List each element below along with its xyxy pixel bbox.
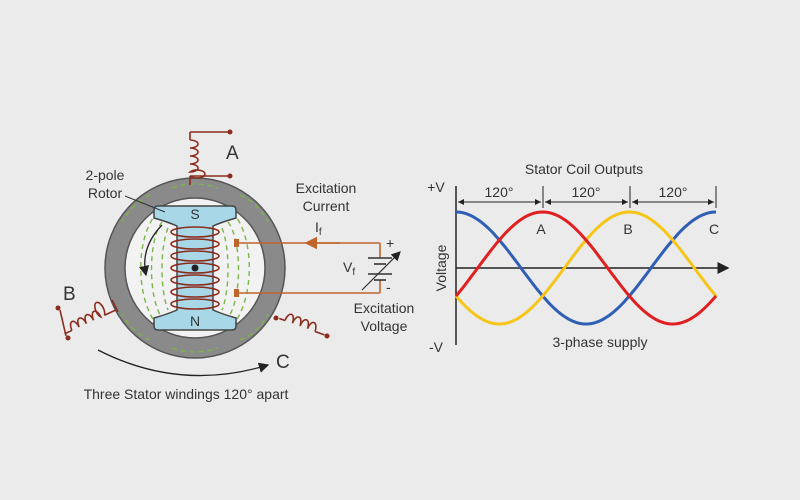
rotor-shaft (191, 264, 199, 272)
chart-caption: 3-phase supply (553, 334, 648, 350)
interval-label-2: 120° (572, 184, 601, 200)
coil-b-terminal-bottom (65, 335, 71, 341)
coil-c-terminal-right (324, 333, 330, 339)
interval-label-1: 120° (485, 184, 514, 200)
voltage-symbol: Vf (343, 259, 355, 278)
excitation-current-line1: Excitation (296, 180, 357, 196)
north-pole-label: N (190, 313, 200, 329)
waveform-chart: Stator Coil Outputs +V -V Voltage 120° 1… (427, 161, 730, 355)
rotor-winding (170, 226, 220, 310)
rotor-label-line1: 2-pole (86, 167, 125, 183)
excitation-current-line2: Current (303, 198, 350, 214)
dc-source (368, 257, 392, 281)
stator-coil-a (187, 131, 228, 185)
flux-lines (121, 183, 269, 353)
coil-c-terminal-left (273, 315, 279, 321)
phase-c-label: C (276, 352, 290, 373)
current-symbol: If (315, 219, 322, 238)
peak-label-c: C (709, 221, 719, 237)
minus-sign: - (386, 279, 391, 295)
rotor-label-line2: Rotor (88, 185, 123, 201)
variable-arrow (361, 251, 401, 291)
field-wire-end-top (234, 239, 239, 247)
generator-caption: Three Stator windings 120° apart (84, 386, 289, 402)
interval-label-3: 120° (659, 184, 688, 200)
peak-label-a: A (536, 221, 546, 237)
coil-b-leads (59, 299, 119, 337)
excitation-voltage-line1: Excitation (354, 300, 415, 316)
rotor (153, 205, 237, 331)
phase-b-label: B (63, 284, 76, 305)
generator-diagram: S N 2-pole Rotor A B (55, 129, 415, 402)
coil-b-terminal-left (55, 305, 61, 311)
series-a-line (454, 210, 718, 326)
plus-sign: + (386, 235, 394, 251)
phase-a-label: A (226, 143, 239, 164)
chart-title: Stator Coil Outputs (525, 161, 643, 177)
y-axis-label: Voltage (433, 244, 449, 291)
coil-a-terminal-top (227, 129, 233, 135)
stator-coil-c (279, 313, 325, 336)
excitation-voltage-line2: Voltage (361, 318, 408, 334)
interval-ticks (455, 186, 717, 208)
coil-a-terminal-bottom (227, 173, 233, 179)
outer-rotation-arrow (97, 349, 270, 377)
south-pole-label: S (190, 206, 199, 222)
y-min-label: -V (429, 339, 444, 355)
field-wire-end-bottom (234, 289, 239, 297)
rotor-leader (124, 195, 166, 213)
y-max-label: +V (427, 179, 445, 195)
rotation-arrow (138, 224, 163, 277)
peak-label-b: B (623, 221, 632, 237)
